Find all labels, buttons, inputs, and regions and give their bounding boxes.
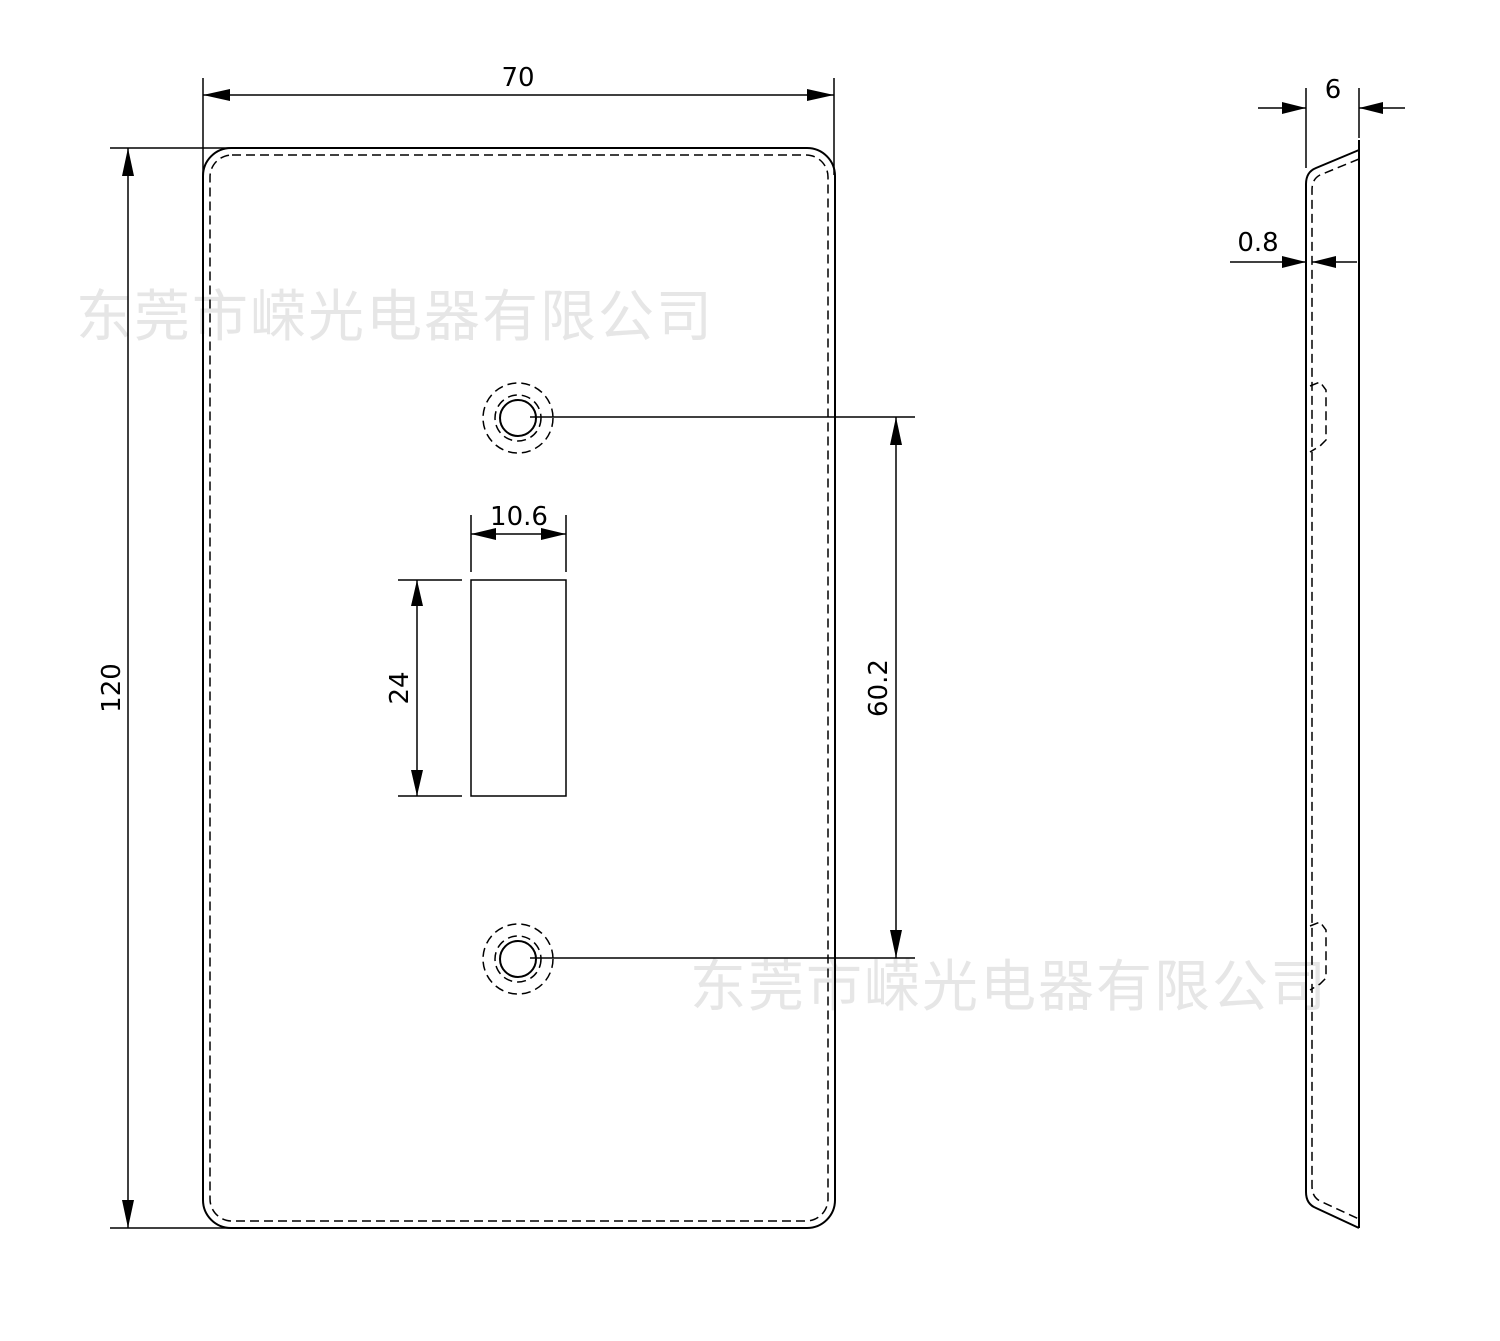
arrow-head: [1282, 256, 1306, 268]
dimension-height: 120: [97, 147, 230, 1229]
hole-circle: [499, 399, 537, 437]
side-profile-inner: [1311, 158, 1360, 1220]
dimension-slot-width: 10.6: [470, 502, 567, 572]
side-profile-outer: [1305, 149, 1360, 1229]
dimension-width: 70: [202, 63, 835, 175]
arrow-head: [203, 89, 230, 101]
arrow-head: [890, 417, 902, 445]
dimension-slot-height: 24: [385, 579, 462, 797]
slot-width-label: 10.6: [490, 502, 548, 532]
arrow-head: [411, 770, 423, 796]
arrow-head: [890, 930, 902, 958]
plate-inner-hidden-line: [209, 154, 829, 1222]
countersink-inner-circle: [494, 394, 542, 442]
dimension-thickness: 0.8: [1230, 228, 1357, 268]
depth-label: 6: [1325, 75, 1342, 105]
countersink-outer-circle: [482, 923, 554, 995]
slot-height-label: 24: [385, 671, 415, 704]
width-label: 70: [501, 63, 534, 93]
bottom-screw-hole: [482, 923, 554, 995]
front-view: [202, 147, 836, 1229]
watermark-top: 东莞市嵘光电器有限公司: [76, 285, 714, 350]
arrow-head: [541, 528, 566, 540]
countersink-outer-circle: [482, 382, 554, 454]
hole-circle: [499, 940, 537, 978]
dimension-depth: 6: [1258, 75, 1405, 168]
height-label: 120: [97, 663, 127, 713]
arrow-head: [807, 89, 834, 101]
side-view: [1305, 140, 1360, 1229]
side-lower-boss: [1309, 921, 1327, 991]
arrow-head: [122, 1200, 134, 1228]
side-upper-boss: [1309, 381, 1327, 453]
dimension-hole-spacing: 60.2: [530, 416, 915, 959]
countersink-inner-circle: [494, 935, 542, 983]
arrow-head: [1359, 102, 1383, 114]
watermark-bottom: 东莞市嵘光电器有限公司: [690, 955, 1328, 1020]
thickness-label: 0.8: [1237, 228, 1278, 258]
top-screw-hole: [482, 382, 554, 454]
plate-outline: [202, 147, 836, 1229]
arrow-head: [1312, 256, 1336, 268]
hole-spacing-label: 60.2: [864, 659, 894, 717]
arrow-head: [122, 148, 134, 176]
arrow-head: [411, 580, 423, 606]
arrow-head: [471, 528, 496, 540]
toggle-slot: [470, 579, 567, 797]
arrow-head: [1282, 102, 1306, 114]
